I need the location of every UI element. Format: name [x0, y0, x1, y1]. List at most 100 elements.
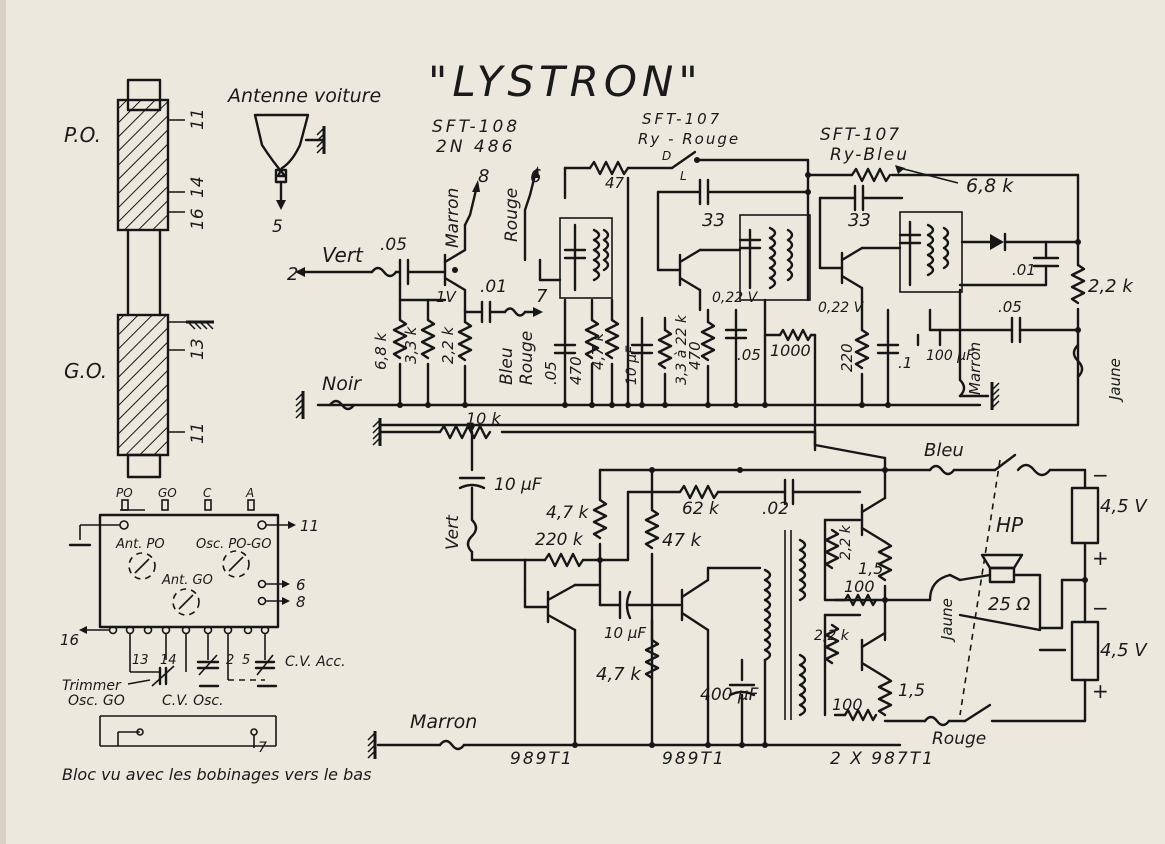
cap-05-b: .05 — [542, 361, 560, 385]
res-470-a: 470 — [567, 356, 585, 385]
t2-label-2: Ry - Rouge — [638, 130, 740, 148]
t1-label-2: 2N 486 — [436, 137, 515, 157]
audio-section — [366, 416, 1100, 761]
wire-bleu-1: Bleu — [497, 347, 517, 385]
battery-top-minus: − — [1092, 463, 1109, 487]
coil-block: PO GO C A 11 Ant. PO Osc. PO-GO Ant. GO … — [60, 486, 371, 784]
rf-labels: Vert 2 .05 Marron 8 Rouge 6 1V .01 7 Ble… — [287, 149, 1134, 403]
res-100-a: 100 — [844, 577, 875, 596]
bias-1v: 1V — [436, 288, 458, 306]
res-68k-top: 6,8 k — [966, 175, 1014, 197]
cap-01-b: .01 — [1012, 261, 1036, 279]
res-47: 47 — [605, 174, 625, 192]
battery-bottom-plus: + — [1092, 679, 1109, 703]
wire-rouge-1: Rouge — [502, 188, 522, 242]
wire-noir: Noir — [322, 373, 362, 395]
res-10k: 10 k — [466, 409, 501, 428]
block-bottom-2: 2 — [226, 653, 234, 668]
battery-bottom: 4,5 V — [1100, 640, 1148, 661]
wire-vert-2: Vert — [443, 514, 463, 550]
block-bottom-13: 13 — [132, 653, 149, 668]
res-68k-a: 6,8 k — [372, 331, 390, 370]
wire-vert-1: Vert — [322, 243, 364, 267]
res-47k-c: 47 k — [662, 530, 703, 551]
block-caption: Bloc vu avec les bobinages vers le bas — [62, 765, 371, 784]
res-1000: 1000 — [770, 341, 811, 360]
cap-10uf-c: 10 µF — [604, 624, 646, 642]
cap-05-c: .05 — [737, 346, 761, 364]
output-t5: 989T1 — [662, 749, 726, 769]
res-33k: 3,3 k — [402, 325, 420, 364]
res-220k: 220 k — [535, 530, 584, 550]
block-bottom-5: 5 — [242, 653, 250, 668]
res-47k-b: 4,7 k — [546, 503, 589, 523]
res-15-b: 1,5 — [898, 681, 925, 701]
output-pair: 2 X 987T1 — [830, 749, 935, 769]
wire-marron-1: Marron — [443, 188, 463, 248]
cap-05-d: .05 — [998, 298, 1022, 316]
block-pin-16: 16 — [60, 631, 79, 649]
speaker-impedance: 25 Ω — [988, 594, 1031, 615]
t2-label-1: SFT-107 — [642, 110, 722, 128]
cap-33-b: 33 — [848, 210, 871, 231]
wire-label-l: L — [680, 169, 687, 183]
res-22k-a: 2,2 k — [439, 325, 457, 364]
cap-33-a: 33 — [702, 210, 725, 231]
pin-7: 7 — [536, 286, 548, 307]
t3-label-1: SFT-107 — [820, 125, 901, 145]
cap-400uf: 400 µF — [700, 685, 759, 705]
wire-rouge-3: Rouge — [932, 729, 986, 749]
pin-2: 2 — [287, 264, 298, 285]
block-pin-7: 7 — [258, 740, 267, 756]
res-62k: 62 k — [682, 499, 720, 519]
res-470-b: 470 — [686, 341, 704, 370]
res-47k-a: 4,7 k — [589, 331, 607, 370]
block-header-po: PO — [116, 486, 133, 500]
block-label-ant-po: Ant. PO — [115, 537, 165, 552]
cap-01: .01 — [480, 277, 507, 297]
t3-label-2: Ry-Bleu — [830, 145, 909, 165]
battery-bottom-minus: − — [1092, 596, 1109, 620]
block-cv-osc: C.V. Osc. — [162, 693, 224, 709]
po-label: P.O. — [64, 123, 101, 147]
wire-marron-3: Marron — [410, 711, 477, 733]
junctions — [397, 172, 1088, 748]
output-t4: 989T1 — [510, 749, 574, 769]
wire-jaune-2: Jaune — [938, 598, 956, 643]
block-header-c: C — [203, 486, 212, 500]
pin-8: 8 — [478, 166, 489, 187]
block-pin-6: 6 — [296, 576, 306, 594]
wire-bleu-2: Bleu — [924, 440, 964, 461]
block-cv-acc: C.V. Acc. — [285, 654, 346, 670]
cap-10uf-a: 10 µF — [624, 345, 640, 385]
block-pin-11: 11 — [300, 517, 319, 535]
block-label-osc: Osc. PO-GO — [196, 537, 272, 552]
cap-02: .02 — [762, 499, 789, 519]
ferrite-pin-11b: 11 — [188, 422, 208, 444]
res-47k-d: 4,7 k — [596, 664, 642, 685]
ferrite-pin-14: 14 — [188, 176, 208, 198]
battery-top-plus: + — [1092, 546, 1109, 570]
t1-label-1: SFT-108 — [432, 117, 520, 137]
bias-022v-a: 0,22 V — [712, 290, 759, 306]
wire-marron-2: Marron — [966, 342, 984, 395]
cap-100uf: 100 µF — [926, 348, 975, 364]
ferrite-antenna: P.O. G.O. 11 14 16 13 11 — [64, 78, 216, 479]
block-label-ant-go: Ant. GO — [161, 573, 213, 588]
speaker-label: HP — [996, 513, 1024, 537]
res-22k-c: 2,2 k — [814, 628, 850, 644]
cap-1: .1 — [898, 354, 912, 372]
wire-jaune-1: Jaune — [1106, 358, 1124, 403]
wire-rouge-2: Rouge — [517, 331, 537, 385]
ferrite-pin-11a: 11 — [188, 108, 208, 130]
antenna-label: Antenne voiture — [226, 85, 381, 107]
res-15-a: 1,5 — [858, 559, 883, 578]
wire-label-d: D — [662, 149, 671, 163]
block-bottom-14: 14 — [160, 653, 177, 668]
cap-05-input: .05 — [380, 235, 407, 255]
battery-top: 4,5 V — [1100, 496, 1148, 517]
cap-10uf-b: 10 µF — [494, 475, 542, 495]
res-22k-b: 2,2 k — [838, 524, 854, 560]
